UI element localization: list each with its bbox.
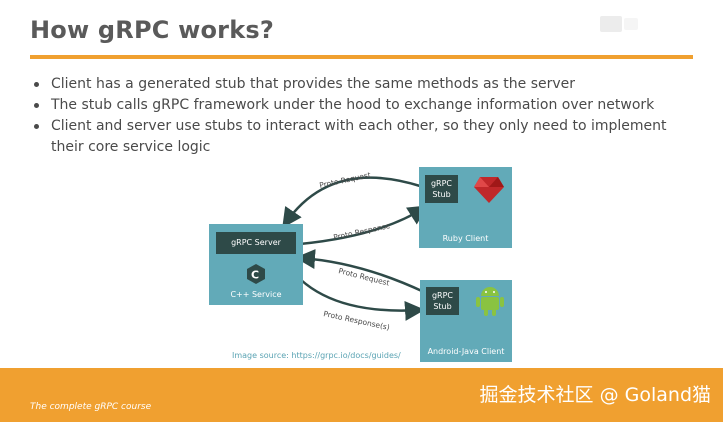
bullet-dot-icon [34, 82, 39, 87]
label-ruby-response: Proto Response [333, 221, 392, 242]
bullet-item: The stub calls gRPC framework under the … [32, 95, 702, 116]
title-divider [30, 55, 693, 59]
android-client-box: gRPC Stub Android-Java Client [420, 280, 512, 362]
arrow-android-request [295, 249, 425, 294]
label-android-response: Proto Response(s) [323, 309, 391, 332]
bullet-dot-icon [34, 124, 39, 129]
label-ruby-request: Proto Request [319, 170, 372, 190]
arrow-ruby-request [282, 176, 421, 229]
android-client-label: Android-Java Client [427, 347, 505, 356]
bullet-list: Client has a generated stub that provide… [32, 74, 702, 158]
android-stub-label-2: Stub [433, 302, 452, 311]
android-stub-label-1: gRPC [431, 291, 454, 300]
bullet-text: Client has a generated stub that provide… [51, 76, 576, 92]
ruby-stub-label-1: gRPC [430, 179, 453, 188]
slide-footer: 掘金技术社区 @ Goland猫 The complete gRPC cours… [0, 368, 723, 422]
bullet-dot-icon [34, 103, 39, 108]
server-box: gRPC Server C C++ Service [209, 224, 303, 305]
bullet-text: The stub calls gRPC framework under the … [51, 97, 655, 113]
bullet-item: Client has a generated stub that provide… [32, 74, 702, 95]
ruby-stub-box: gRPC Stub [425, 175, 458, 203]
logo-mark-secondary [624, 18, 638, 30]
server-service-label: C++ Service [230, 290, 282, 299]
server-inner-box: gRPC Server [216, 232, 296, 254]
svg-text:C: C [251, 269, 259, 282]
slide-title: How gRPC works? [30, 16, 274, 44]
ruby-stub-label-2: Stub [432, 190, 451, 199]
ruby-client-label: Ruby Client [442, 234, 489, 243]
android-stub-box: gRPC Stub [426, 287, 459, 315]
bullet-item: Client and server use stubs to interact … [32, 116, 702, 158]
ruby-client-box: gRPC Stub Ruby Client [419, 167, 512, 248]
image-source-caption: Image source: https://grpc.io/docs/guide… [232, 351, 401, 360]
bullet-text: Client and server use stubs to interact … [51, 118, 667, 155]
logo-mark [600, 16, 622, 32]
arrow-android-response [282, 259, 425, 321]
arrow-ruby-response [299, 205, 429, 246]
cpp-logo-icon: C [247, 264, 265, 284]
ruby-logo-icon [474, 177, 504, 203]
android-logo-icon [476, 287, 504, 316]
watermark-text: 掘金技术社区 @ Goland猫 [479, 384, 711, 406]
footer-course-title: The complete gRPC course [30, 402, 152, 412]
